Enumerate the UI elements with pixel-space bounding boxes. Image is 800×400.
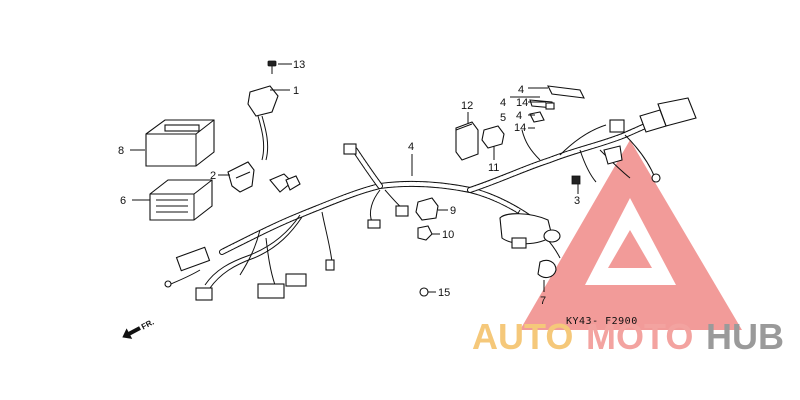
part-3-connector	[571, 175, 581, 185]
callout-9: 9	[450, 205, 456, 217]
callout-4-low: 4	[516, 110, 522, 122]
wordmark-moto: MOTO	[586, 316, 693, 357]
main-wire-harness	[204, 107, 678, 289]
callout-labels: 13 1 8 2 6 4 4 14 4 14 4 14 12 5 11 3 9 …	[118, 59, 580, 307]
wordmark-hub: HUB	[706, 316, 784, 357]
automotohub-wordmark: AUTO MOTO HUB	[472, 316, 784, 357]
callout-6: 6	[120, 195, 126, 207]
part-7-strap	[537, 259, 557, 279]
part-8-battery	[145, 119, 215, 167]
front-label: FR.	[140, 317, 156, 331]
part-11-relay	[481, 125, 505, 149]
callout-4-top: 4	[518, 84, 524, 96]
right-cylinder-components	[603, 97, 697, 183]
front-arrow-icon	[122, 326, 141, 339]
callout-11: 11	[488, 162, 499, 174]
part-2-boot	[227, 161, 255, 193]
part-10-clip	[417, 225, 433, 241]
callout-5: 5	[500, 112, 506, 124]
part-6-fuse-box	[149, 179, 213, 221]
callout-2: 2	[210, 170, 216, 182]
part-15-grommet	[419, 287, 429, 297]
callout-13: 13	[293, 59, 305, 71]
callout-12: 12	[461, 100, 473, 112]
wordmark-auto: AUTO	[472, 316, 573, 357]
lower-left-connectors	[164, 246, 307, 301]
callout-14-top: 14	[516, 97, 528, 109]
part-13-bolt	[267, 60, 277, 74]
callout-7: 7	[540, 295, 546, 307]
callout-15: 15	[438, 287, 450, 299]
front-direction-indicator: FR.	[122, 317, 156, 339]
callout-4-harness: 4	[408, 141, 414, 153]
callout-14-mid: 14	[514, 122, 526, 134]
diagram-code: KY43- F2900	[566, 316, 638, 327]
part-1-sensor	[247, 85, 279, 161]
leader-lines	[130, 63, 579, 293]
center-connectors	[269, 143, 409, 271]
callout-4-mid: 4	[500, 97, 506, 109]
part-9-relay	[415, 197, 439, 221]
callout-3: 3	[574, 195, 580, 207]
callout-10: 10	[442, 229, 454, 241]
logo-inner-triangle	[608, 230, 652, 268]
part-12-module	[455, 121, 479, 161]
automotohub-logo	[520, 140, 742, 330]
callout-1: 1	[293, 85, 299, 97]
callout-8: 8	[118, 145, 124, 157]
coil-assembly	[499, 213, 561, 249]
